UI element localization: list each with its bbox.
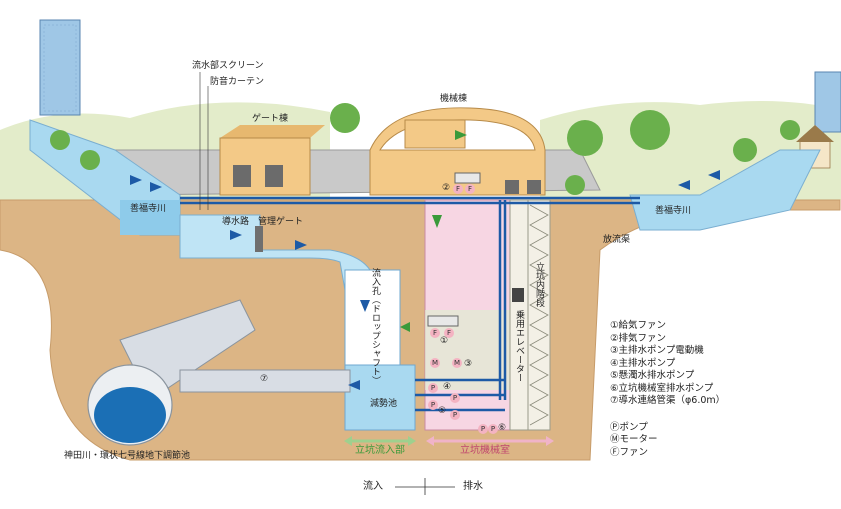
pipes bbox=[180, 196, 640, 412]
label-screen: 流水部スクリーン bbox=[192, 61, 264, 71]
fan-badge-2b: F bbox=[465, 184, 475, 194]
section-spans bbox=[344, 436, 554, 446]
label-outfall: 放流渠 bbox=[603, 235, 631, 245]
flow-direction-indicator bbox=[395, 478, 455, 495]
drop-shaft bbox=[344, 269, 401, 366]
pump-badge-c: P bbox=[428, 400, 438, 410]
label-shaft-inflow: 立坑流入部 bbox=[355, 445, 405, 456]
gate-building bbox=[219, 125, 325, 196]
legend-item: ④主排水ポンプ bbox=[610, 357, 676, 369]
pump-badge-e: P bbox=[478, 424, 488, 434]
legend-item: ⑥立坑機械室排水ポンプ bbox=[610, 382, 714, 394]
pump-badge-a: P bbox=[428, 383, 438, 393]
legend-item: ①給気ファン bbox=[610, 320, 667, 331]
control-gate bbox=[255, 226, 263, 252]
legend-symbol: Ⓜモーター bbox=[610, 434, 658, 445]
label-stilling-basin: 減勢池 bbox=[370, 399, 398, 409]
legend-symbol: Ⓕファン bbox=[610, 446, 649, 458]
marker-6: ⑥ bbox=[498, 423, 507, 433]
label-reservoir: 神田川・環状七号線地下調節池 bbox=[64, 451, 191, 461]
river-right-channel bbox=[629, 149, 821, 231]
label-shaft-machine: 立坑機械室 bbox=[460, 445, 510, 456]
label-gate-building: ゲート棟 bbox=[252, 114, 289, 124]
label-stairs: 立坑内階段 bbox=[534, 262, 544, 307]
motor-badge-a: M bbox=[430, 358, 440, 368]
marker-3: ③ bbox=[464, 359, 473, 369]
fan-badge-2a: F bbox=[453, 184, 463, 194]
marker-4: ④ bbox=[443, 382, 452, 392]
marker-2: ② bbox=[442, 183, 451, 193]
label-inflow-hole: 流入孔（ドロップシャフト） bbox=[370, 268, 380, 385]
connection-conduit-pipe bbox=[87, 299, 351, 446]
pump-badge-b: P bbox=[450, 393, 460, 403]
marker-7: ⑦ bbox=[260, 374, 269, 384]
high-rise-left bbox=[39, 19, 81, 116]
air-arrows bbox=[400, 130, 467, 332]
stilling-basin bbox=[344, 364, 416, 431]
pump-badge-f: P bbox=[488, 424, 498, 434]
label-river-right: 善福寺川 bbox=[655, 206, 692, 216]
motor-badge-b: M bbox=[452, 358, 462, 368]
legend-item: ⑤懸濁水排水ポンプ bbox=[610, 370, 695, 381]
stairs-shaft bbox=[527, 199, 551, 431]
flow-arrows bbox=[130, 170, 720, 390]
label-control-gate: 管理ゲート bbox=[258, 217, 304, 227]
label-river-left: 善福寺川 bbox=[130, 204, 167, 214]
legend-item: ⑦導水連絡管渠（φ6.0m） bbox=[610, 395, 726, 406]
pump-badge-d: P bbox=[450, 410, 460, 420]
label-machine-building: 機械棟 bbox=[440, 94, 468, 104]
leader-lines bbox=[199, 72, 209, 210]
equipment bbox=[427, 172, 524, 327]
legend-item: ③主排水ポンプ電動機 bbox=[610, 345, 704, 356]
marker-5: ⑤ bbox=[438, 406, 447, 416]
legend: ①給気ファン ②排気ファン ③主排水ポンプ電動機 ④主排水ポンプ ⑤懸濁水排水ポ… bbox=[610, 320, 725, 459]
fan-badge-1b: F bbox=[444, 328, 454, 338]
label-outflow: 排水 bbox=[463, 481, 483, 492]
label-elevator: 乗用エレベーター bbox=[514, 310, 524, 382]
label-sound-curtain: 防音カーテン bbox=[210, 77, 265, 87]
marker-1: ① bbox=[440, 336, 449, 346]
high-rise-right bbox=[814, 71, 841, 133]
fan-badge-1a: F bbox=[430, 328, 440, 338]
label-channel: 導水路 bbox=[222, 217, 250, 227]
trees bbox=[50, 103, 800, 195]
label-inflow: 流入 bbox=[363, 481, 383, 492]
stairs-zigzag bbox=[529, 204, 549, 426]
legend-item: ②排気ファン bbox=[610, 332, 667, 344]
legend-symbol: Ⓟポンプ bbox=[610, 421, 648, 433]
